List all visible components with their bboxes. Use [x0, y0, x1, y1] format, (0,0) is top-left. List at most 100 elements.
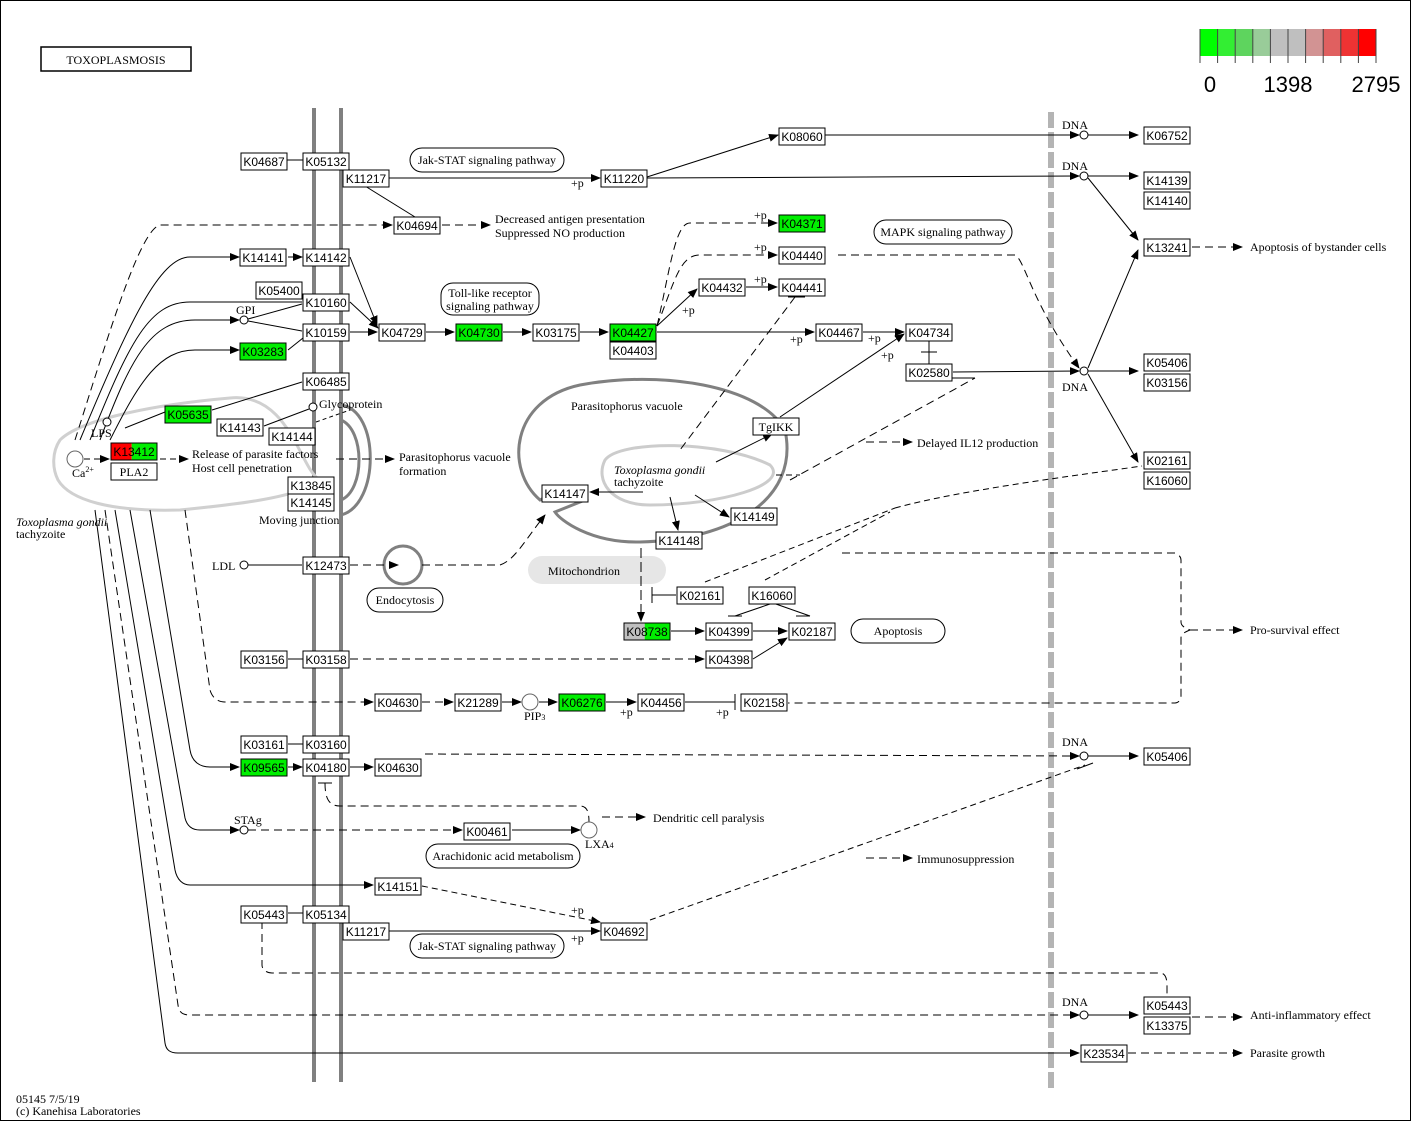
- gene-node-k03156[interactable]: K03156: [1143, 373, 1191, 392]
- compound-lps[interactable]: LPS: [91, 417, 112, 440]
- gene-node-k04730[interactable]: K04730: [455, 323, 503, 342]
- gene-node-k04630[interactable]: K04630: [374, 693, 422, 712]
- gene-node-k03156[interactable]: K03156: [240, 650, 288, 669]
- compound-dna1[interactable]: DNA: [1062, 118, 1089, 140]
- compound-gpi[interactable]: GPI: [236, 303, 255, 325]
- outcome-parasite-growth: Parasite growth: [1250, 1046, 1325, 1060]
- gene-node-k04399[interactable]: K04399: [705, 622, 753, 641]
- gene-node-k14139[interactable]: K14139: [1143, 171, 1191, 190]
- gene-node-k13241[interactable]: K13241: [1143, 238, 1191, 257]
- gene-node-pla2[interactable]: PLA2: [110, 462, 158, 481]
- gene-node-k14149[interactable]: K14149: [730, 507, 778, 526]
- gene-node-k04692[interactable]: K04692: [600, 922, 648, 941]
- gene-node-k12473[interactable]: K12473: [302, 556, 350, 575]
- gene-node-k02161[interactable]: K02161: [676, 586, 724, 605]
- gene-node-k21289[interactable]: K21289: [454, 693, 502, 712]
- gene-node-k03160[interactable]: K03160: [302, 735, 350, 754]
- gene-node-k14151[interactable]: K14151: [374, 877, 422, 896]
- title-box: TOXOPLASMOSIS: [40, 46, 192, 72]
- compound-ldl[interactable]: LDL: [212, 559, 249, 573]
- gene-node-k13845[interactable]: K13845: [287, 476, 335, 495]
- compound-pip3[interactable]: PIP3: [521, 693, 545, 723]
- gene-node-label: K05406: [1146, 750, 1188, 764]
- compound-stag[interactable]: STAg: [234, 813, 262, 835]
- gene-node-k05406[interactable]: K05406: [1143, 353, 1191, 372]
- compound-glycoprotein[interactable]: Glycoprotein: [308, 397, 382, 412]
- gene-node-k04729[interactable]: K04729: [378, 323, 426, 342]
- gene-node-k03158[interactable]: K03158: [302, 650, 350, 669]
- gene-node-k14140[interactable]: K14140: [1143, 191, 1191, 210]
- compound-dna5[interactable]: DNA: [1062, 995, 1089, 1020]
- gene-node-k00461[interactable]: K00461: [463, 822, 511, 841]
- gene-node-k02161[interactable]: K02161: [1143, 451, 1191, 470]
- gene-node-k14141[interactable]: K14141: [239, 248, 287, 267]
- gene-node-k23534[interactable]: K23534: [1080, 1044, 1128, 1063]
- outcome-immunosuppression: Immunosuppression: [917, 852, 1014, 866]
- gene-node-k09565[interactable]: K09565: [240, 758, 288, 777]
- gene-node-k05406[interactable]: K05406: [1143, 747, 1191, 766]
- gene-node-k14148[interactable]: K14148: [655, 531, 703, 550]
- gene-node-tgikk[interactable]: TgIKK: [752, 417, 800, 436]
- gene-node-k06485[interactable]: K06485: [302, 372, 350, 391]
- gene-node-k14143[interactable]: K14143: [216, 418, 264, 437]
- gene-node-k04398[interactable]: K04398: [705, 650, 753, 669]
- gene-node-k08060[interactable]: K08060: [778, 127, 826, 146]
- compound-dna2[interactable]: DNA: [1062, 159, 1089, 181]
- pathway-link-endocytosis[interactable]: Endocytosis: [366, 587, 444, 613]
- gene-node-k05400[interactable]: K05400: [255, 281, 303, 300]
- gene-node-k13375[interactable]: K13375: [1143, 1016, 1191, 1035]
- gene-node-k04456[interactable]: K04456: [637, 693, 685, 712]
- gene-node-k05635[interactable]: K05635: [164, 405, 212, 424]
- gene-node-k05443[interactable]: K05443: [240, 905, 288, 924]
- compound-dna3[interactable]: DNA: [1062, 366, 1089, 394]
- gene-node-k03175[interactable]: K03175: [532, 323, 580, 342]
- gene-node-k06276[interactable]: K06276: [558, 693, 606, 712]
- compound-dna4[interactable]: DNA: [1062, 735, 1089, 761]
- gene-node-k13412[interactable]: K13412: [110, 442, 158, 461]
- gene-node-k10160[interactable]: K10160: [302, 293, 350, 312]
- compound-lxa4[interactable]: LXA4: [580, 821, 614, 851]
- pathway-link-mapk[interactable]: MAPK signaling pathway: [873, 219, 1013, 245]
- gene-node-k02580[interactable]: K02580: [905, 363, 953, 382]
- gene-node-k16060[interactable]: K16060: [1143, 471, 1191, 490]
- gene-node-k14144[interactable]: K14144: [268, 427, 316, 446]
- gene-node-k16060[interactable]: K16060: [748, 586, 796, 605]
- gene-node-label: K04432: [701, 281, 743, 295]
- gene-node-k04687[interactable]: K04687: [240, 152, 288, 171]
- gene-node-k02187[interactable]: K02187: [788, 622, 836, 641]
- gene-node-k03283[interactable]: K03283: [239, 342, 287, 361]
- gene-node-k04371[interactable]: K04371: [778, 214, 826, 233]
- compound-ca[interactable]: Ca2+: [66, 450, 94, 480]
- pathway-link-arachidonic[interactable]: Arachidonic acid metabolism: [425, 843, 581, 869]
- gene-node-k04180[interactable]: K04180: [302, 758, 350, 777]
- gene-node-k04432[interactable]: K04432: [698, 278, 746, 297]
- gene-node-k10159[interactable]: K10159: [302, 323, 350, 342]
- gene-node-k11217[interactable]: K11217: [342, 922, 390, 941]
- gene-node-k11217[interactable]: K11217: [342, 169, 390, 188]
- gene-node-k06752[interactable]: K06752: [1143, 126, 1191, 145]
- gene-node-k04441[interactable]: K04441: [778, 278, 826, 297]
- gene-node-label: K02580: [908, 366, 950, 380]
- gene-node-k14147[interactable]: K14147: [541, 484, 589, 503]
- gene-node-k03161[interactable]: K03161: [240, 735, 288, 754]
- gene-node-k02158[interactable]: K02158: [740, 693, 788, 712]
- gene-node-k14142[interactable]: K14142: [302, 248, 350, 267]
- gene-node-k05134[interactable]: K05134: [302, 905, 350, 924]
- gene-node-k04403[interactable]: K04403: [609, 341, 657, 360]
- gene-node-k04427[interactable]: K04427: [609, 323, 657, 342]
- gene-node-k14145[interactable]: K14145: [287, 493, 335, 512]
- gene-node-k04630[interactable]: K04630: [374, 758, 422, 777]
- gene-node-k11220[interactable]: K11220: [600, 169, 648, 188]
- gene-node-k04734[interactable]: K04734: [905, 323, 953, 342]
- pathway-link-apoptosis[interactable]: Apoptosis: [850, 618, 946, 644]
- gene-node-k05443[interactable]: K05443: [1143, 996, 1191, 1015]
- gene-node-k05132[interactable]: K05132: [302, 152, 350, 171]
- gene-node-k04467[interactable]: K04467: [815, 323, 863, 342]
- pathway-link-jakstat-bottom[interactable]: Jak-STAT signaling pathway: [409, 933, 565, 959]
- gene-node-k08738[interactable]: K08738: [623, 622, 671, 641]
- gene-node-k04694[interactable]: K04694: [393, 216, 441, 235]
- gene-node-k04440[interactable]: K04440: [778, 246, 826, 265]
- pathway-link-jakstat-top[interactable]: Jak-STAT signaling pathway: [409, 147, 565, 173]
